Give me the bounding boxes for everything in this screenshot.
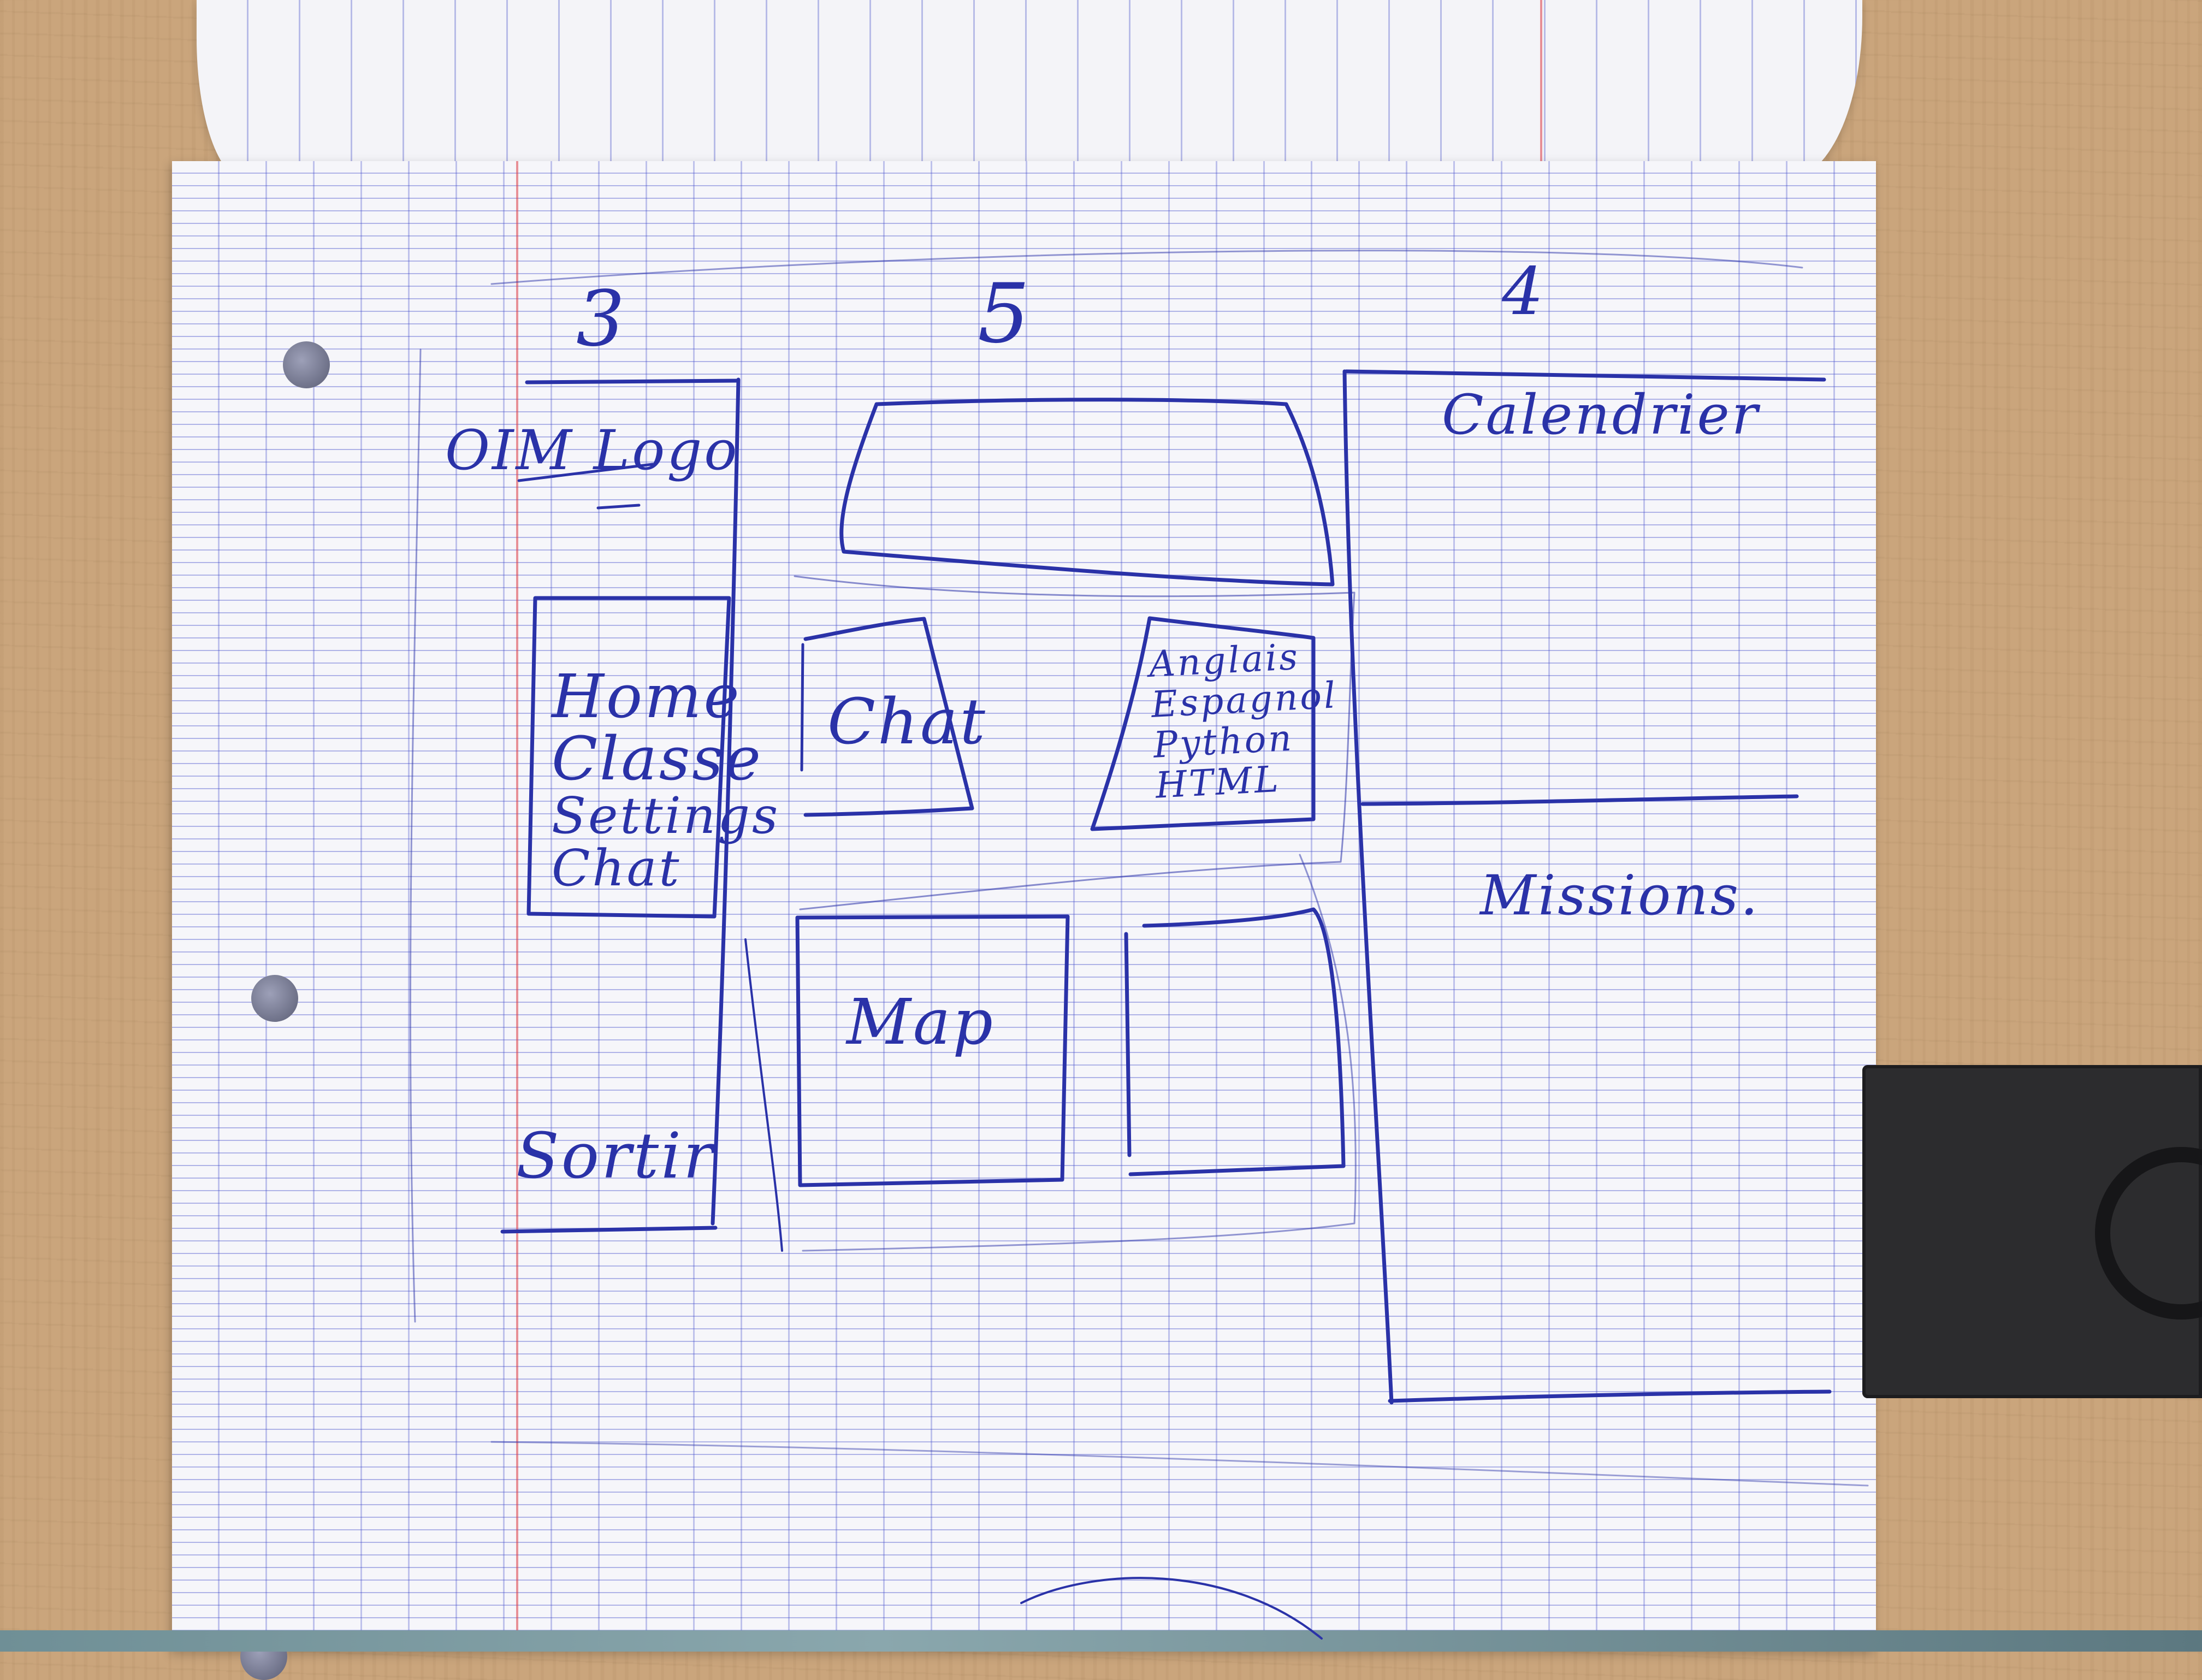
column-width-right: 4	[1502, 254, 1546, 330]
column-width-left: 3	[576, 275, 628, 364]
binder-hole	[251, 975, 298, 1022]
subject-item-python: Python	[1152, 717, 1295, 766]
right-panel-left-line	[1342, 369, 1394, 1405]
right-panel-top-line	[1344, 369, 1826, 382]
notebook-page	[172, 161, 1876, 1652]
subjects-panel-box	[1090, 616, 1316, 831]
chat-panel-label: Chat	[827, 685, 987, 759]
nav-item-chat: Chat	[552, 839, 682, 897]
widget-panel-box	[1128, 907, 1346, 1176]
sidebar-bottom-line	[500, 1226, 718, 1234]
sidebar-right-line	[711, 377, 741, 1226]
missions-label: Missions.	[1480, 863, 1760, 927]
desk-device	[1862, 1065, 2202, 1398]
subject-item-espagnol: Espagnol	[1150, 674, 1339, 726]
map-panel-box	[795, 914, 1070, 1187]
logo-underline-2	[596, 504, 641, 510]
right-panel-bottom-line	[1388, 1389, 1832, 1403]
subjects-list: Anglais Espagnol Python HTML	[1148, 636, 1342, 808]
header-banner-box	[839, 398, 1335, 587]
logo-placeholder-label: OIM Logo	[445, 418, 739, 482]
binder-hole	[283, 341, 330, 388]
chat-panel-box	[803, 617, 974, 817]
calendar-label: Calendrier	[1442, 383, 1760, 447]
column-width-center: 5	[978, 267, 1032, 362]
map-panel-label: Map	[847, 986, 995, 1059]
logo-underline	[517, 463, 654, 482]
sidebar-exit-label: Sortir	[516, 1120, 715, 1193]
previous-page-margin-line	[1540, 0, 1542, 175]
main-content-faint-outline	[794, 575, 1355, 910]
nav-item-classe: Classe	[552, 724, 763, 794]
bottom-guide-line	[490, 1441, 1869, 1487]
sidebar-top-line	[525, 378, 739, 384]
fabric-strip	[0, 1630, 2202, 1652]
bottom-partial-stroke	[1020, 1577, 1323, 1640]
top-guide-line	[490, 250, 1803, 285]
widget-panel-left-stroke	[1124, 932, 1132, 1157]
outer-left-guide-line	[409, 348, 422, 1323]
sidebar-nav-list: Home Classe Settings Chat	[552, 666, 780, 896]
page-margin-line	[516, 161, 518, 1652]
nav-item-home: Home	[552, 661, 742, 731]
sidebar-divider-stroke	[744, 938, 783, 1252]
chat-panel-left-stroke	[800, 643, 804, 772]
main-faint-outline-bottom	[802, 854, 1357, 1252]
nav-item-settings: Settings	[552, 786, 780, 845]
right-panel-divider-line	[1360, 794, 1799, 806]
subject-item-html: HTML	[1154, 758, 1282, 807]
previous-page-curl	[197, 0, 1862, 180]
sidebar-nav-box	[526, 596, 731, 919]
